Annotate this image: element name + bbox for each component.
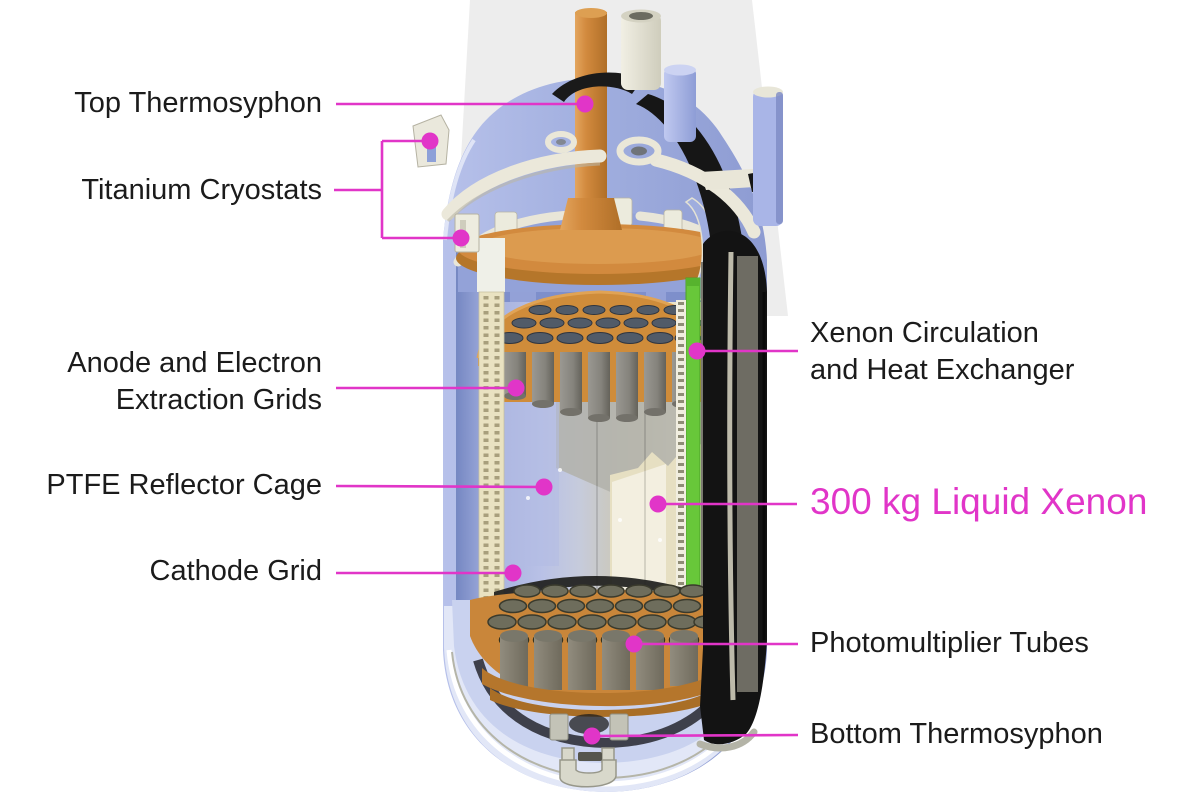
- leader-dot-pmt: [625, 635, 643, 653]
- label-anode-line1: Anode and Electron: [67, 347, 322, 379]
- leader-line-ptfe: [335, 484, 545, 489]
- cathode-grid-shadow: [494, 576, 698, 602]
- label-titanium-cryostats: Titanium Cryostats: [81, 174, 322, 206]
- leader-dot-ptfe: [535, 478, 553, 496]
- leader-dot-titanium-lower: [452, 229, 470, 247]
- leader-dot-anode-grids: [507, 379, 525, 397]
- label-xenon-circulation: Xenon Circulation and Heat Exchanger: [810, 315, 1074, 389]
- label-cathode-grid: Cathode Grid: [149, 555, 323, 587]
- leader-dot-top-thermosyphon: [576, 95, 594, 113]
- label-xenon-line2: and Heat Exchanger: [810, 354, 1075, 386]
- label-bottom-thermosyphon: Bottom Thermosyphon: [810, 718, 1103, 750]
- label-xenon-line1: Xenon Circulation: [810, 317, 1039, 349]
- leader-dot-liquid-xenon: [649, 495, 667, 513]
- leader-lines: [334, 95, 799, 745]
- label-top-thermosyphon: Top Thermosyphon: [74, 87, 322, 119]
- cutaway-cross-section: [552, 72, 767, 752]
- leader-dot-xenon-circulation: [688, 342, 706, 360]
- label-anode-line2: Extraction Grids: [115, 384, 322, 416]
- leader-dot-cathode: [504, 564, 522, 582]
- leader-line-titanium-cryostats: [334, 139, 459, 240]
- label-anode-extraction-grids: Anode and Electron Extraction Grids: [67, 345, 322, 419]
- bottom-thermosyphon-fitting: [549, 713, 629, 788]
- label-liquid-xenon: 300 kg Liquid Xenon: [810, 481, 1148, 522]
- leader-line-bottom-thermosyphon: [591, 733, 799, 738]
- leader-dot-bottom-thermosyphon: [583, 727, 601, 745]
- label-photomultiplier-tubes: Photomultiplier Tubes: [810, 627, 1089, 659]
- leader-dot-titanium-upper: [421, 132, 439, 150]
- label-ptfe-reflector-cage: PTFE Reflector Cage: [46, 469, 322, 501]
